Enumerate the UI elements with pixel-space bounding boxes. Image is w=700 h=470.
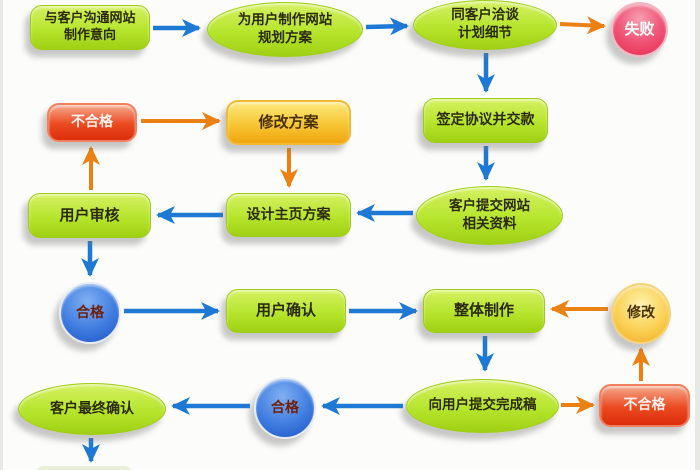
- node-qualified-2: 合格: [254, 377, 316, 439]
- arrow-negotiate-to-fail: [559, 16, 606, 35]
- node-unqualified-2: 不合格: [599, 384, 690, 427]
- node-plan-scheme: 为用户制作网站 规划方案: [207, 2, 363, 57]
- bottom-cutoff-shape: [36, 466, 132, 470]
- node-qualified-1: 合格: [59, 282, 121, 344]
- node-revise: 修改: [611, 283, 671, 344]
- node-submit-materials: 客户提交网站 相关资料: [416, 186, 563, 245]
- node-fail: 失败: [611, 2, 668, 57]
- node-submit-final-draft: 向用户提交完成稿: [406, 379, 559, 433]
- node-sign-agreement: 签定协议并交款: [423, 98, 548, 143]
- node-revise-scheme: 修改方案: [226, 100, 351, 145]
- node-design-homepage: 设计主页方案: [226, 193, 351, 237]
- right-edge-strip: [695, 0, 700, 470]
- node-user-confirm: 用户确认: [226, 289, 346, 333]
- node-unqualified-1: 不合格: [47, 103, 137, 142]
- node-overall-production: 整体制作: [423, 289, 545, 333]
- node-final-confirm: 客户最终确认: [18, 383, 166, 435]
- node-negotiate-details: 同客户洽谈 计划细节: [413, 0, 557, 50]
- node-communicate-intent: 与客户沟通网站 制作意向: [30, 5, 150, 50]
- left-edge-strip: [0, 0, 3, 470]
- arrow-plan-to-negotiate: [365, 17, 409, 36]
- node-user-review: 用户审核: [28, 193, 151, 238]
